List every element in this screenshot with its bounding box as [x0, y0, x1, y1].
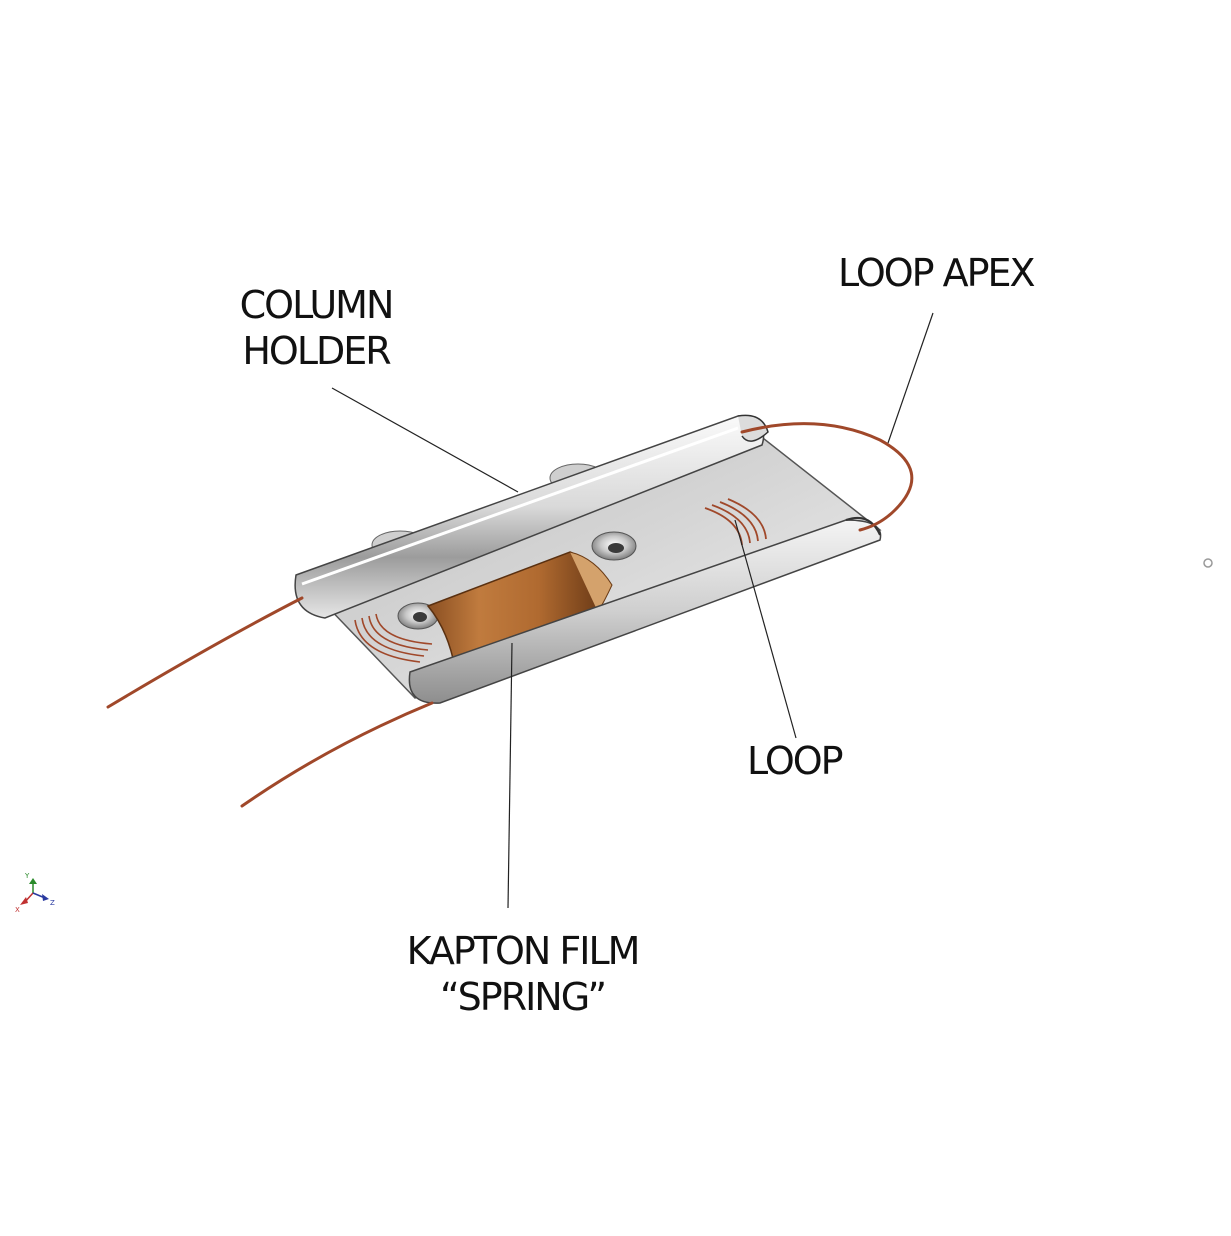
label-loop: LOOP	[747, 739, 844, 783]
leader-column-holder	[331, 387, 519, 493]
axis-z-label: Z	[50, 899, 55, 907]
holder-bottom-rail	[408, 519, 882, 704]
loop-wire	[106, 422, 914, 808]
label-kapton-line1: KAPTON FILM	[406, 929, 641, 973]
view-marker-icon	[1203, 558, 1213, 568]
leader-lines	[331, 312, 934, 909]
label-column-holder: COLUMN HOLDER	[226, 282, 406, 374]
axis-x-label: X	[15, 906, 20, 914]
leader-kapton	[507, 642, 513, 909]
label-kapton-film-spring: KAPTON FILM “SPRING”	[380, 928, 665, 1020]
axis-triad-icon: Y X Z	[15, 872, 55, 914]
loop-coil-left	[354, 613, 433, 663]
axis-y-label: Y	[24, 872, 30, 880]
leader-loop	[734, 519, 797, 739]
holder-bottom-rail-lip	[845, 516, 881, 536]
label-column-holder-line2: HOLDER	[242, 329, 391, 373]
label-column-holder-line1: COLUMN	[239, 283, 395, 327]
label-loop-apex: LOOP APEX	[838, 251, 1036, 295]
holder-top-rail-highlight	[301, 426, 739, 586]
leader-loop-apex	[887, 312, 934, 444]
label-kapton-line2: “SPRING”	[439, 975, 607, 1019]
screw-right	[591, 531, 637, 561]
